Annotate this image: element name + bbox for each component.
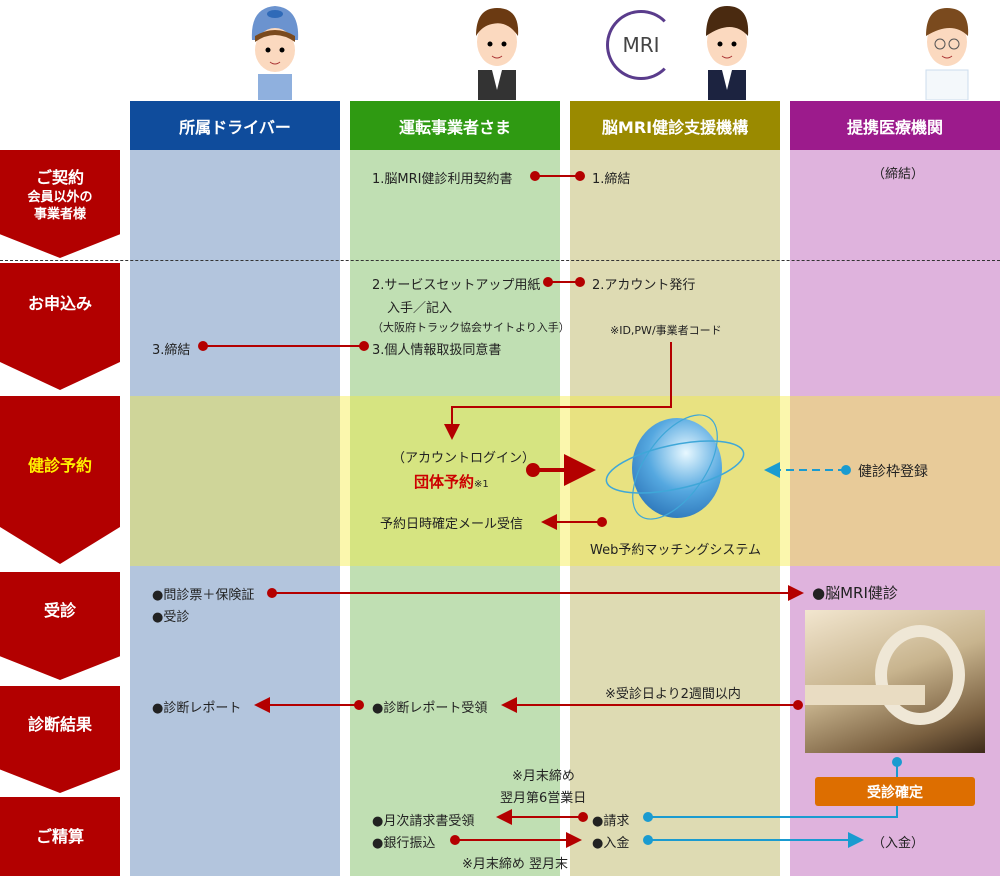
header-driver: 所属ドライバー <box>130 101 340 150</box>
billing-operator2: ●銀行振込 <box>372 836 436 851</box>
exam-confirmed-badge: 受診確定 <box>815 777 975 806</box>
reserve-group-label: 団体予約 <box>414 473 475 491</box>
result-driver: ●診断レポート <box>152 701 242 716</box>
apply-operator1b: 入手／記入 <box>387 301 453 316</box>
lane-operator <box>350 150 560 876</box>
billing-note2: 翌月第6営業日 <box>500 791 587 806</box>
result-note: ※受診日より2週間以内 <box>605 687 741 702</box>
reservation-band <box>130 396 1000 566</box>
row-contract-sub2: 事業者様 <box>33 206 86 222</box>
billing-operator1: ●月次請求書受領 <box>372 814 475 829</box>
reserve-mail: 予約日時確定メール受信 <box>380 517 524 532</box>
row-billing: ご精算 <box>0 797 120 876</box>
apply-driver: 3.締結 <box>152 343 191 358</box>
apply-org: 2.アカウント発行 <box>592 278 696 293</box>
billing-org2: ●入金 <box>592 836 630 851</box>
reserve-clinic: 健診枠登録 <box>858 464 928 480</box>
row-apply: お申込み <box>0 263 120 390</box>
reserve-system: Web予約マッチングシステム <box>590 543 761 558</box>
row-contract: ご契約会員以外の事業者様 <box>0 150 120 258</box>
result-operator: ●診断レポート受領 <box>372 701 488 716</box>
apply-operator3: 3.個人情報取扱同意書 <box>372 343 502 358</box>
mri-photo <box>805 610 985 753</box>
reserve-group-note: ※1 <box>474 479 489 490</box>
billing-clinic: （入金） <box>872 836 925 851</box>
apply-org-note: ※ID,PW/事業者コード <box>610 324 722 337</box>
billing-note1: ※月末締め <box>512 769 575 784</box>
contract-operator: 1.脳MRI健診利用契約書 <box>372 172 513 187</box>
operator-character-icon <box>476 8 519 100</box>
row-exam: 受診 <box>0 572 120 680</box>
exam-clinic: ●脳MRI健診 <box>812 584 898 602</box>
row-contract-sub1: 会員以外の <box>27 190 93 206</box>
row-contract-label: ご契約 <box>35 167 84 187</box>
contract-clinic: （締結） <box>872 167 925 182</box>
header-operator: 運転事業者さま <box>350 101 560 150</box>
reserve-login: （アカウントログイン） <box>392 451 536 466</box>
header-clinic: 提携医療機関 <box>790 101 1000 150</box>
org-staff-character-icon <box>706 6 749 100</box>
doctor-character-icon <box>925 8 969 100</box>
contract-org: 1.締結 <box>592 172 631 187</box>
driver-character-icon <box>251 6 299 100</box>
row-reserve: 健診予約 <box>0 396 120 564</box>
exam-driver1: ●問診票＋保険証 <box>152 588 255 603</box>
divider <box>0 260 1000 261</box>
reserve-group: 団体予約※1 <box>414 471 489 492</box>
exam-driver2: ●受診 <box>152 610 190 625</box>
row-result: 診断結果 <box>0 686 120 793</box>
mri-logo: MRI <box>606 10 676 80</box>
billing-note3: ※月末締め 翌月末 <box>462 857 569 872</box>
header-org: 脳MRI健診支援機構 <box>570 101 780 150</box>
apply-operator1c: （大阪府トラック協会サイトより入手） <box>372 321 570 334</box>
lane-driver <box>130 150 340 876</box>
orbit-icon <box>605 414 745 520</box>
lane-clinic <box>790 150 1000 876</box>
billing-org1: ●請求 <box>592 814 630 829</box>
apply-operator1: 2.サービスセットアップ用紙 <box>372 278 541 293</box>
